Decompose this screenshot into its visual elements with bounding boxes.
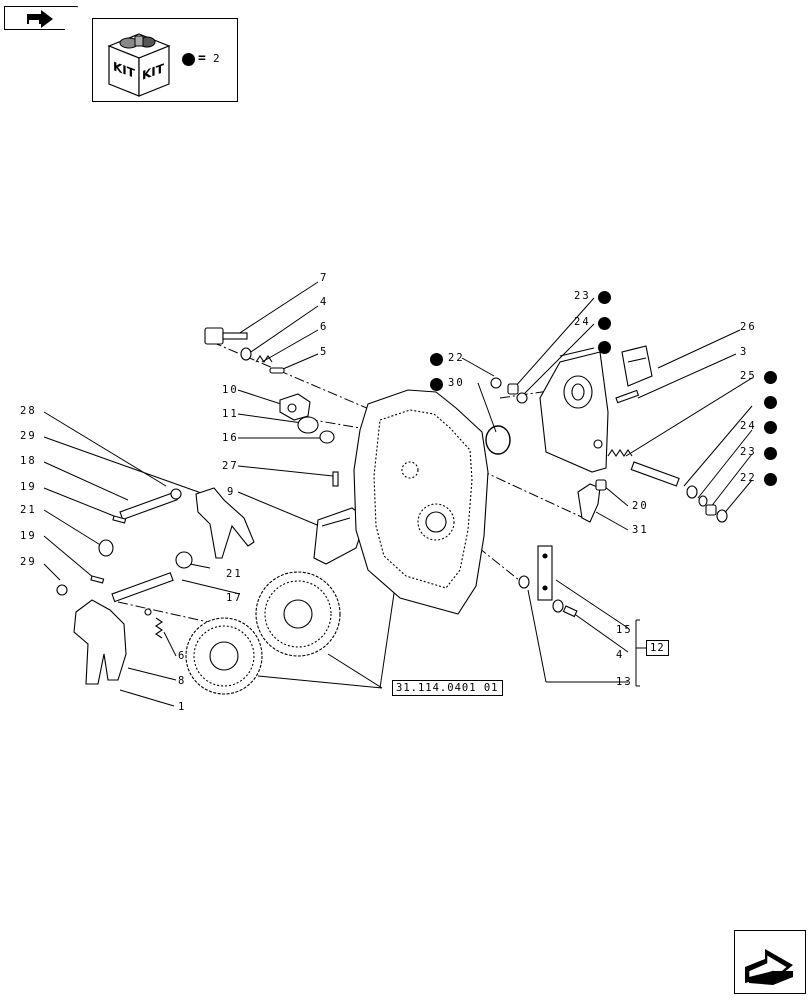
callout-12-box: 12 bbox=[646, 640, 669, 656]
next-page-button[interactable] bbox=[734, 930, 806, 994]
callout-29-lower: 29 bbox=[20, 556, 37, 568]
callout-19-lower: 19 bbox=[20, 530, 37, 542]
callout-7: 7 bbox=[320, 272, 329, 284]
callout-28: 28 bbox=[20, 405, 37, 417]
callout-16: 16 bbox=[222, 432, 239, 444]
next-page-arrow-icon bbox=[745, 949, 793, 985]
callout-9: 9 bbox=[227, 486, 236, 498]
callout-8: 8 bbox=[178, 675, 187, 687]
callout-31: 31 bbox=[632, 524, 649, 536]
callout-22-top: 22 bbox=[448, 352, 465, 364]
callout-29: 29 bbox=[20, 430, 37, 442]
callout-5: 5 bbox=[320, 346, 329, 358]
prev-page-arrow-icon bbox=[27, 10, 53, 28]
kit-boxes-icon bbox=[107, 33, 171, 97]
callout-4-lower: 4 bbox=[616, 649, 625, 661]
kit-dot-30 bbox=[430, 378, 443, 391]
callout-10: 10 bbox=[222, 384, 239, 396]
callout-24-right: 24 bbox=[740, 420, 757, 432]
reference-code: 31.114.0401 01 bbox=[392, 680, 503, 696]
callout-22-right: 22 bbox=[740, 472, 757, 484]
callout-30: 30 bbox=[448, 377, 465, 389]
kit-dot-25 bbox=[764, 371, 777, 384]
callout-23-top: 23 bbox=[574, 290, 591, 302]
kit-dot-24-top bbox=[598, 317, 611, 330]
kit-marker-dot bbox=[182, 53, 195, 66]
kit-value: 2 bbox=[213, 52, 220, 65]
kit-dot-23-top bbox=[598, 291, 611, 304]
callout-11: 11 bbox=[222, 408, 239, 420]
callout-24-top: 24 bbox=[574, 316, 591, 328]
kit-equals: = bbox=[198, 51, 206, 66]
callout-1: 1 bbox=[178, 701, 187, 713]
callout-27: 27 bbox=[222, 460, 239, 472]
callout-17: 17 bbox=[226, 592, 243, 604]
kit-dot-3 bbox=[598, 341, 611, 354]
prev-page-button[interactable] bbox=[4, 6, 78, 30]
kit-dot-22-top bbox=[430, 353, 443, 366]
callout-6-lower: 6 bbox=[178, 650, 187, 662]
callout-13: 13 bbox=[616, 676, 633, 688]
callout-18: 18 bbox=[20, 455, 37, 467]
callout-19: 19 bbox=[20, 481, 37, 493]
kit-dot-24-right bbox=[764, 421, 777, 434]
kit-legend: KIT KIT = 2 bbox=[92, 18, 238, 102]
callout-21-right: 21 bbox=[226, 568, 243, 580]
callout-3: 3 bbox=[740, 346, 749, 358]
callout-6: 6 bbox=[320, 321, 329, 333]
callout-4: 4 bbox=[320, 296, 329, 308]
callout-23-right: 23 bbox=[740, 446, 757, 458]
callout-21-left: 21 bbox=[20, 504, 37, 516]
callout-20: 20 bbox=[632, 500, 649, 512]
callout-26: 26 bbox=[740, 321, 757, 333]
kit-dot-right-1 bbox=[764, 396, 777, 409]
kit-dot-22-right bbox=[764, 473, 777, 486]
callout-25: 25 bbox=[740, 370, 757, 382]
kit-dot-23-right bbox=[764, 447, 777, 460]
callout-15: 15 bbox=[616, 624, 633, 636]
